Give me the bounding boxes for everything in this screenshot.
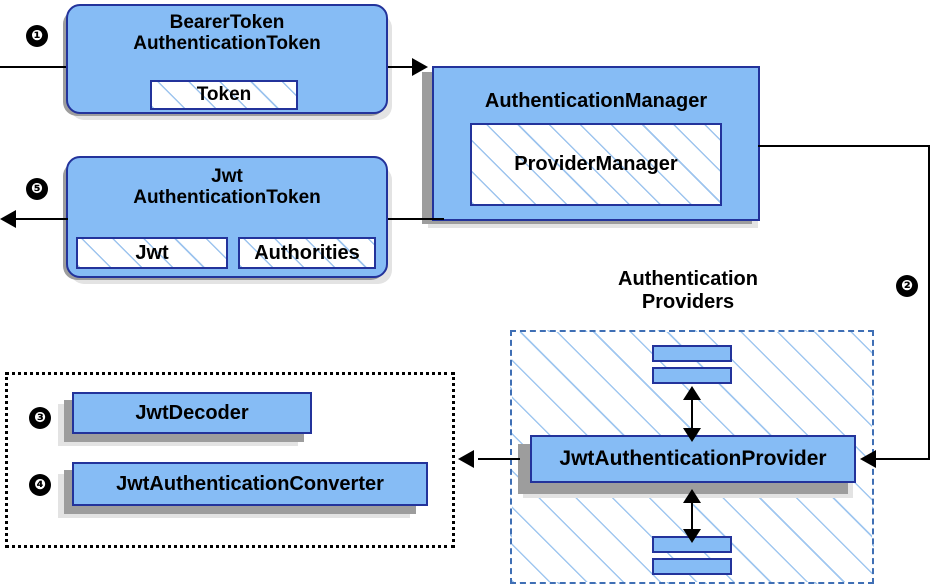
jwt-authentication-token-line2: AuthenticationToken <box>133 187 321 209</box>
jwt-authentication-token-line1: Jwt <box>211 166 243 187</box>
jwt-authentication-provider-node[interactable]: JwtAuthenticationProvider <box>530 435 856 483</box>
arrow-into-jwt-authentication-provider <box>860 450 876 468</box>
arrow-token-to-manager <box>412 58 428 76</box>
jwt-authentication-provider-label: JwtAuthenticationProvider <box>559 447 827 471</box>
step-bullet-4: ❹ <box>29 474 51 496</box>
provider-stack-bar-bottom-2 <box>652 558 732 575</box>
jwt-components-container <box>5 372 455 548</box>
bearer-token-inner-label: Token <box>196 84 252 105</box>
step-bullet-5-number: ❺ <box>31 181 43 197</box>
connector-manager-to-provider-vertical <box>928 145 930 458</box>
authentication-manager-inner-provider-manager[interactable]: ProviderManager <box>470 123 722 206</box>
authorities-inner-label: Authorities <box>254 241 360 264</box>
jwt-decoder-label: JwtDecoder <box>135 401 249 424</box>
step-bullet-5: ❺ <box>26 178 48 200</box>
arrow-provider-bottom-up <box>683 489 701 503</box>
step-bullet-1: ❶ <box>26 25 48 47</box>
connector-manager-to-provider-top <box>758 145 930 147</box>
connector-provider-to-components <box>478 458 520 460</box>
step-bullet-2: ❷ <box>896 275 918 297</box>
step-bullet-4-number: ❹ <box>34 477 46 493</box>
jwt-authentication-token-inner-authorities[interactable]: Authorities <box>238 237 376 269</box>
bearer-token-line2: AuthenticationToken <box>133 33 321 55</box>
arrow-provider-top-down <box>683 428 701 442</box>
step-bullet-1-number: ❶ <box>31 28 43 44</box>
step-bullet-3: ❸ <box>29 407 51 429</box>
authentication-providers-title: Authentication Providers <box>560 268 816 314</box>
provider-manager-label: ProviderManager <box>514 153 678 175</box>
jwt-authentication-converter-label: JwtAuthenticationConverter <box>116 472 384 495</box>
step-bullet-3-number: ❸ <box>34 410 46 426</box>
step-bullet-2-number: ❷ <box>901 278 913 294</box>
connector-provider-bottom-double-arrow <box>691 495 693 533</box>
bearer-token-line1: BearerToken <box>169 12 285 33</box>
arrow-response-out <box>0 210 16 228</box>
provider-stack-bar-top-2 <box>652 367 732 384</box>
bearer-token-inner-token-box[interactable]: Token <box>150 80 298 110</box>
jwt-authentication-converter-node[interactable]: JwtAuthenticationConverter <box>72 462 428 506</box>
jwt-decoder-node[interactable]: JwtDecoder <box>72 392 312 434</box>
connector-provider-top-double-arrow <box>691 392 693 432</box>
authentication-manager-title: AuthenticationManager <box>484 90 708 112</box>
arrow-provider-to-components <box>458 450 474 468</box>
arrow-provider-top-up <box>683 386 701 400</box>
connector-manager-to-provider-bottom <box>876 458 930 460</box>
jwt-inner-label: Jwt <box>135 241 169 264</box>
jwt-authentication-token-inner-jwt[interactable]: Jwt <box>76 237 228 269</box>
providers-title-line2: Providers <box>641 291 735 313</box>
providers-title-line1: Authentication <box>618 268 758 290</box>
connector-token-to-manager <box>388 66 416 68</box>
connector-response-out <box>16 218 68 220</box>
connector-manager-to-jwt-token <box>388 218 444 220</box>
connector-request-in <box>0 66 66 68</box>
arrow-provider-bottom-down <box>683 529 701 543</box>
provider-stack-bar-top-1 <box>652 345 732 362</box>
